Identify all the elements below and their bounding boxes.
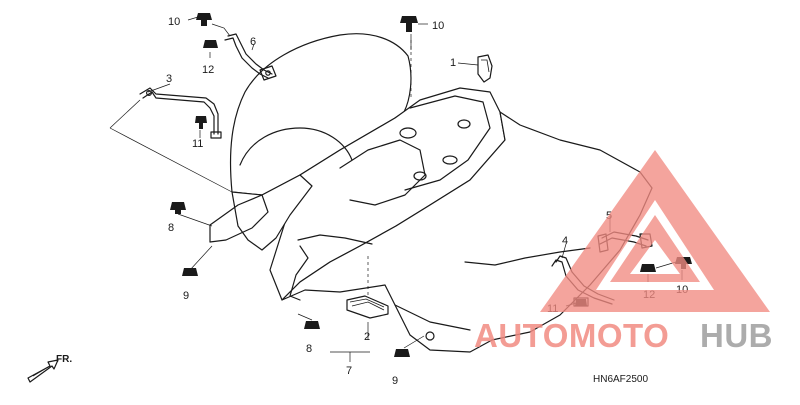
callout-7: 7: [346, 365, 352, 377]
callout-4: 4: [562, 235, 568, 247]
callout-8: 8: [168, 222, 174, 234]
callout-2: 2: [364, 331, 370, 343]
callout-10: 10: [168, 16, 180, 28]
part-1-clip: [477, 54, 493, 83]
nut-12-b: [640, 264, 656, 272]
callout-1: 1: [450, 57, 456, 69]
watermark-brand-primary: AUTOMOTO: [474, 317, 669, 354]
diagram-code: HN6AF2500: [593, 374, 648, 385]
front-direction-arrow: FR.: [27, 354, 72, 383]
callout-9: 9: [392, 375, 398, 387]
callout-8: 8: [306, 343, 312, 355]
callout-3: 3: [166, 73, 172, 85]
nut-12-a: [203, 40, 218, 48]
callout-12: 12: [202, 64, 214, 76]
watermark-brand-secondary: HUB: [700, 317, 773, 354]
bolt-8-b: [304, 321, 320, 329]
part-6-bracket: [224, 33, 277, 81]
callout-11: 11: [192, 138, 203, 150]
callout-10: 10: [432, 20, 444, 32]
bolt-10-b: [400, 16, 418, 32]
part-3-stay: [139, 87, 222, 139]
bolt-8-a: [170, 202, 186, 214]
watermark-logo: [540, 150, 770, 312]
screw-9-a: [182, 268, 198, 276]
screw-9-b: [394, 349, 410, 357]
direction-label: FR.: [56, 354, 72, 365]
bolt-10-a: [196, 13, 212, 26]
watermark-text: AUTOMOTO HUB: [474, 317, 773, 354]
callout-9: 9: [183, 290, 189, 302]
screw-11-a: [195, 116, 207, 129]
callout-6: 6: [250, 36, 256, 48]
part-2-pad: [346, 295, 389, 319]
